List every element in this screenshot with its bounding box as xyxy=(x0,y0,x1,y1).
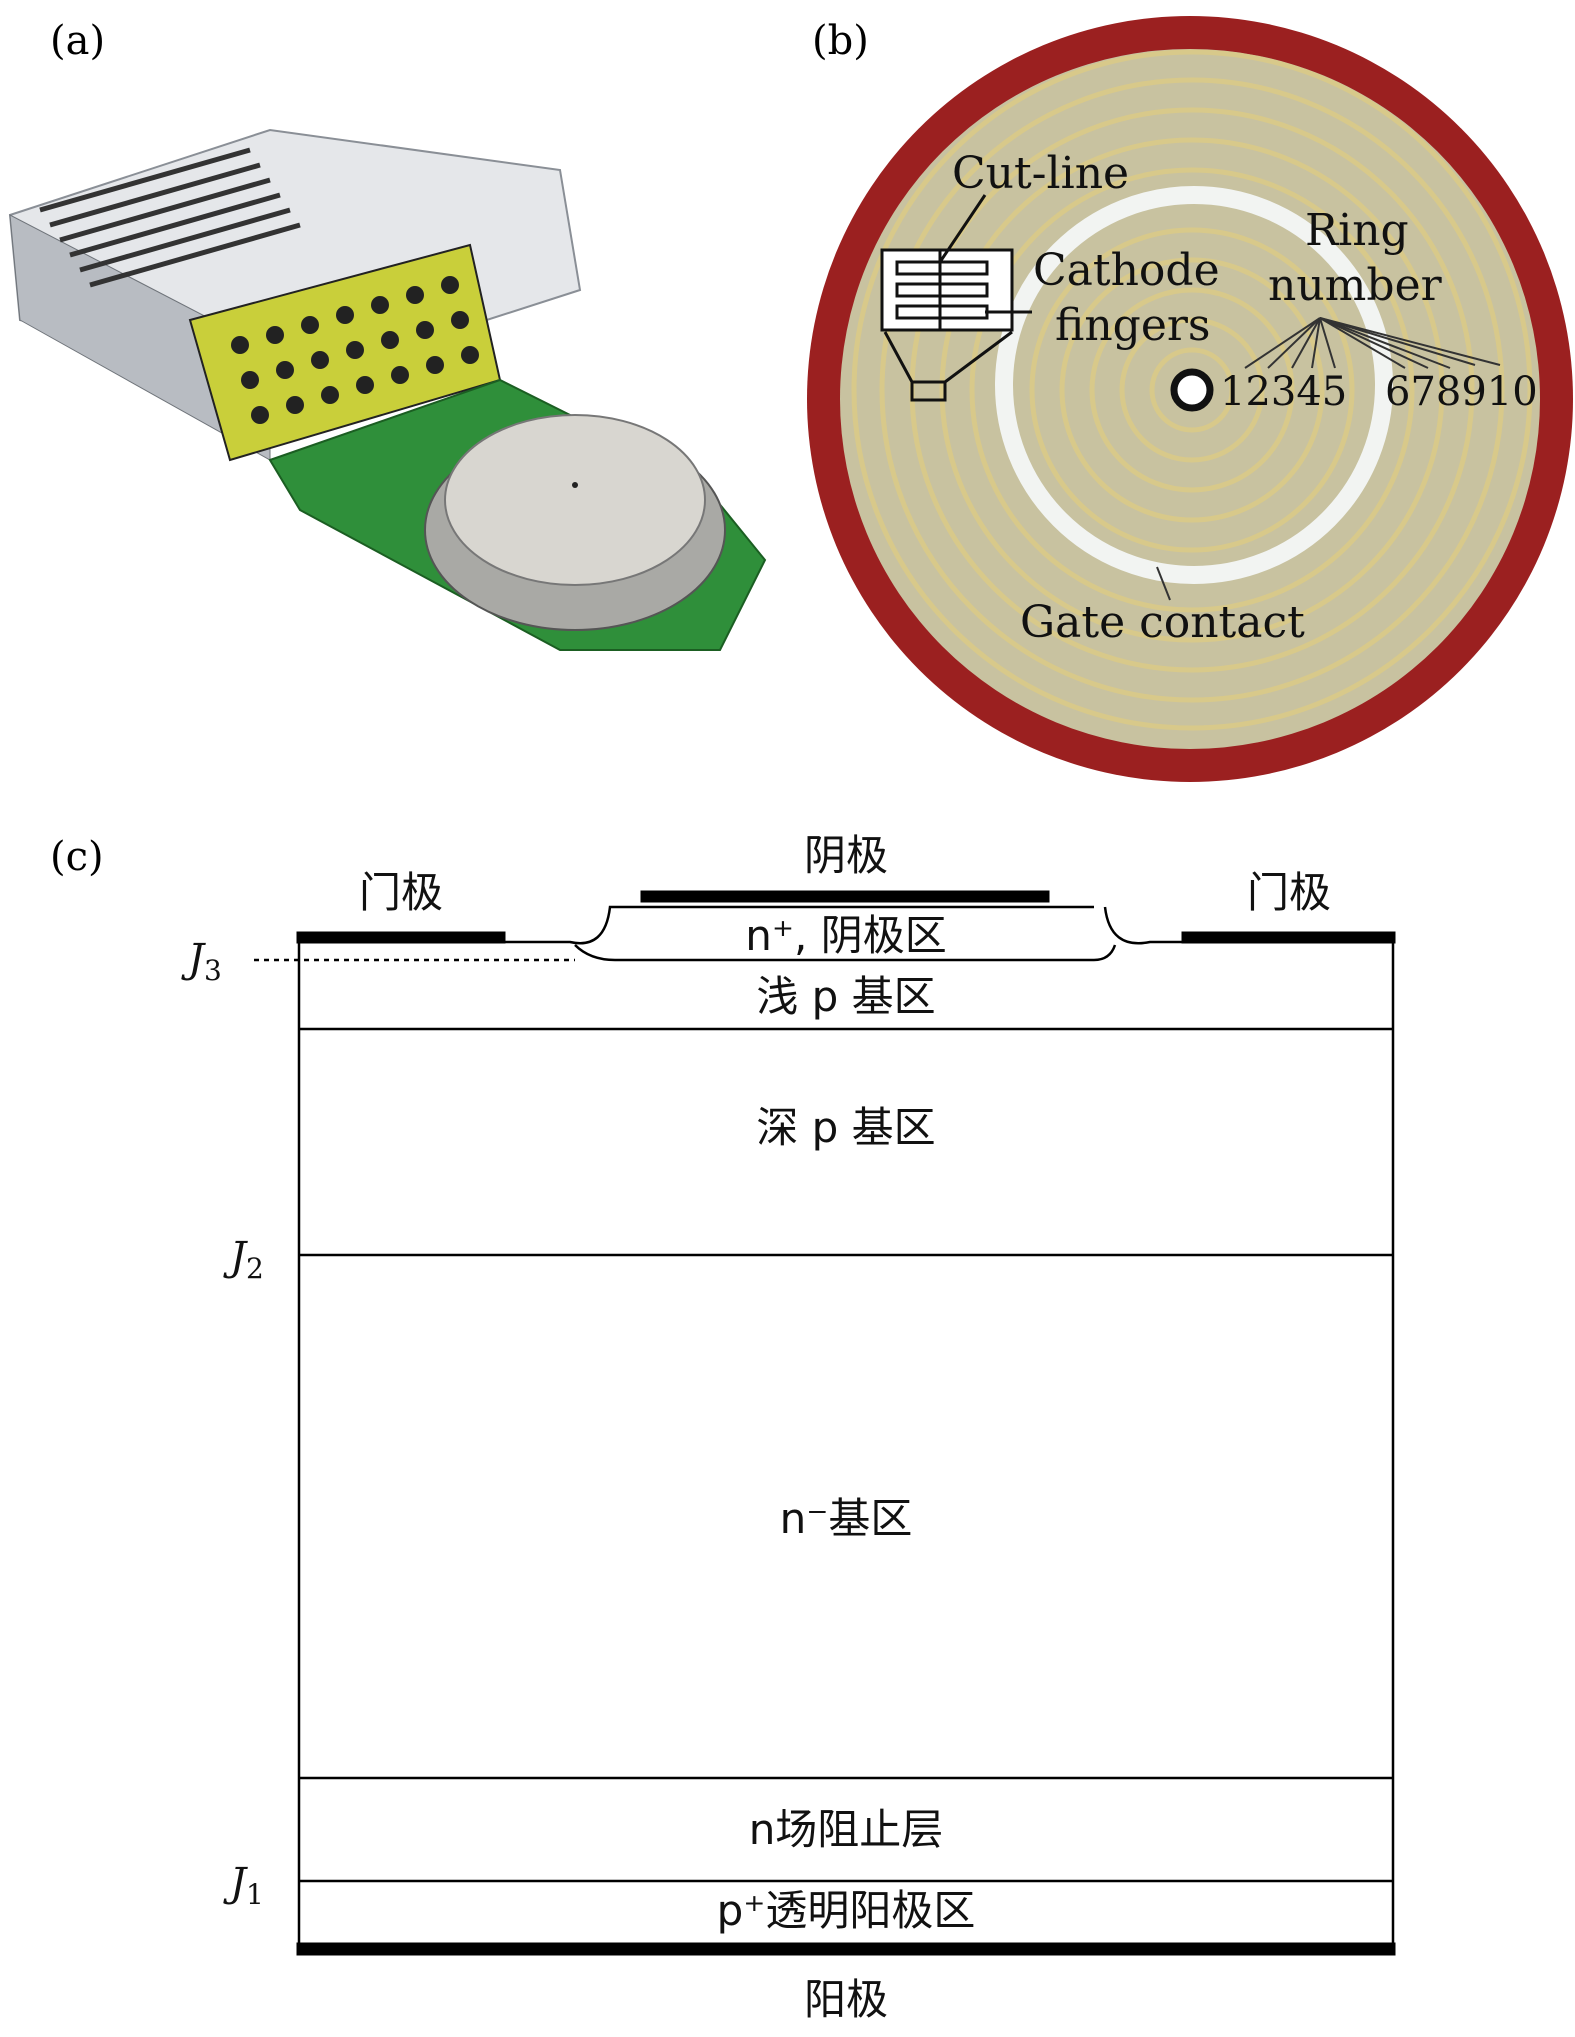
gate-contact-ring xyxy=(995,186,1393,584)
n-plus-boundary xyxy=(574,944,1117,962)
cathode-electrode xyxy=(640,890,1050,903)
j2-label: J2 xyxy=(223,1234,264,1285)
housing-vents xyxy=(39,147,301,288)
anode-electrode xyxy=(296,1942,1396,1956)
ring-label-1: Ring xyxy=(1305,205,1409,256)
ring-number-arrows xyxy=(1156,317,1501,601)
gate-left-label: 门极 xyxy=(359,868,443,917)
cathode-label: 阴极 xyxy=(804,831,888,880)
cathode-label-1: Cathode xyxy=(1033,245,1220,296)
gate-contact-label: Gate contact xyxy=(1020,597,1305,648)
surface-left xyxy=(299,905,1094,945)
shallow-p-label: 浅 p 基区 xyxy=(756,972,935,1021)
press-pack-center xyxy=(572,482,578,488)
panel-c-label: (c) xyxy=(50,834,104,880)
panel-b-label: (b) xyxy=(812,18,869,64)
center-hole xyxy=(1170,368,1214,412)
igct-module-photo xyxy=(8,128,767,651)
ring-label-2: number xyxy=(1268,260,1443,311)
ring-numbers-inner: 12345 xyxy=(1220,369,1347,415)
gate-left-electrode xyxy=(296,931,506,944)
gct-wafer: Cut-line Cathode fingers Ring number 123… xyxy=(807,16,1573,782)
cathode-fingers-icon xyxy=(883,194,1032,402)
j3-label: J3 xyxy=(181,936,222,987)
capacitor-grid xyxy=(231,276,479,424)
cut-line-label: Cut-line xyxy=(952,148,1129,199)
j1-label: J1 xyxy=(223,1860,264,1911)
gct-cross-section xyxy=(254,890,1396,1956)
panel-a-label: (a) xyxy=(50,18,105,64)
n-plus-label: n⁺, 阴极区 xyxy=(745,911,947,960)
anode-label: 阳极 xyxy=(804,1975,888,2024)
cathode-label-2: fingers xyxy=(1055,300,1211,351)
gate-right-label: 门极 xyxy=(1247,868,1331,917)
deep-p-label: 深 p 基区 xyxy=(756,1103,935,1152)
surface-right xyxy=(1103,906,1393,945)
n-minus-label: n⁻基区 xyxy=(780,1494,913,1543)
n-stop-label: n场阻止层 xyxy=(749,1805,944,1854)
ring-numbers-outer: 678910 xyxy=(1385,369,1538,415)
p-plus-label: p⁺透明阳极区 xyxy=(717,1886,976,1935)
press-pack-disc xyxy=(444,414,706,586)
gate-right-electrode xyxy=(1181,931,1396,944)
